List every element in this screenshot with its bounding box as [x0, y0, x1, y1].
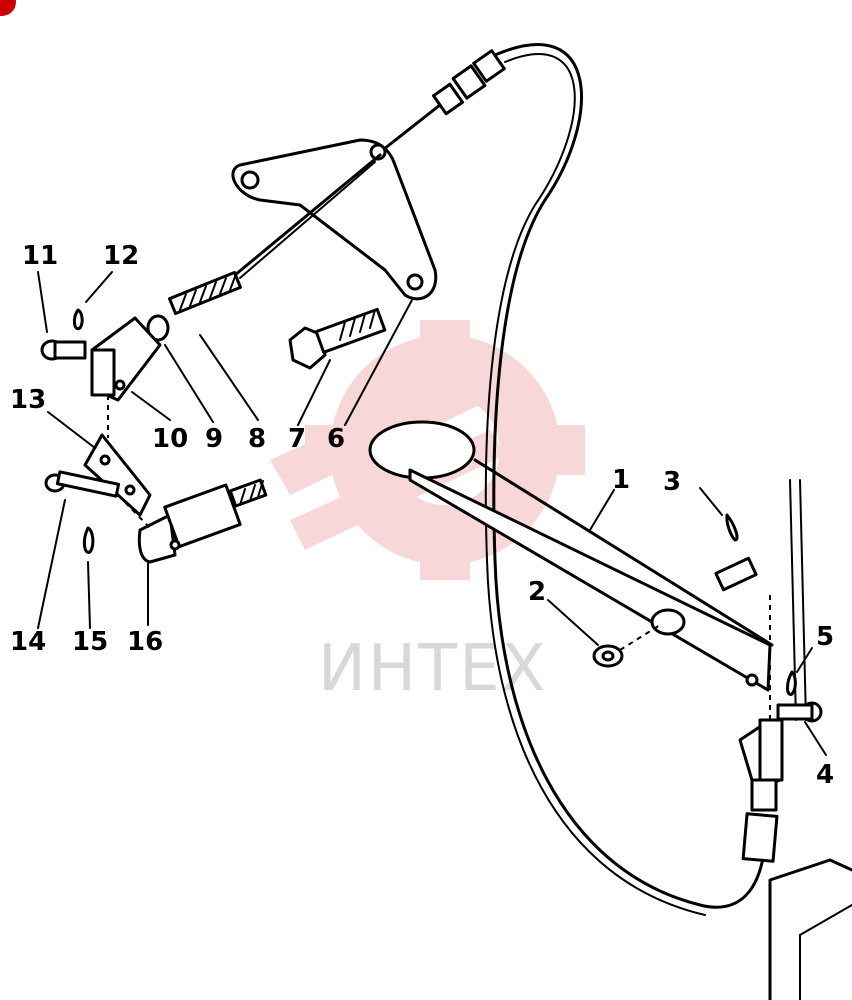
cotter-pin-clevis: [786, 670, 797, 696]
clevis-pin-upper: [40, 339, 87, 361]
callout-1: 1: [612, 465, 630, 495]
upper-clevis: [90, 316, 162, 402]
callout-4: 4: [816, 760, 834, 790]
frame-corner: [768, 858, 852, 1000]
leader-lines: [37, 271, 827, 756]
cable-rod-2: [239, 161, 376, 279]
cable-rod: [233, 153, 382, 277]
callout-10: 10: [152, 424, 188, 454]
callout-9: 9: [205, 424, 223, 454]
bracket-hole-left: [240, 170, 260, 190]
lower-clevis-assembly: [137, 478, 268, 564]
cotter-pin-lower: [82, 526, 95, 554]
cable-fitting-upper: [368, 49, 506, 162]
lock-nut: [146, 314, 170, 342]
align-dash-4: [619, 624, 661, 651]
right-clevis-pin: [776, 701, 823, 723]
bracket-hole-top: [369, 143, 387, 161]
right-rod-2: [799, 479, 807, 721]
callout-12: 12: [103, 241, 139, 271]
callout-3: 3: [663, 467, 681, 497]
callout-5: 5: [816, 622, 834, 652]
callout-7: 7: [288, 424, 306, 454]
cotter-pin-right: [725, 513, 739, 542]
callout-11: 11: [22, 241, 58, 271]
threaded-rod: [168, 270, 242, 316]
cable-loop-inner: [484, 53, 706, 916]
callout-6: 6: [327, 424, 345, 454]
align-dash-2: [117, 494, 151, 529]
pedal-arm: [368, 420, 774, 692]
callout-14: 14: [10, 627, 46, 657]
callout-16: 16: [127, 627, 163, 657]
washer-hole: [601, 650, 615, 662]
bracket-hole-right: [406, 273, 424, 291]
callout-13: 13: [10, 385, 46, 415]
cotter-pin-upper: [72, 308, 84, 331]
callout-15: 15: [72, 627, 108, 657]
bracket-plate: [231, 138, 438, 301]
callout-8: 8: [248, 424, 266, 454]
frame-corner-2: [799, 904, 852, 1000]
clevis-pin-lower: [44, 470, 121, 498]
pedal-pin: [714, 556, 758, 592]
callout-2: 2: [528, 577, 546, 607]
right-clevis: [738, 718, 784, 863]
pedal-pivot-boss: [650, 608, 686, 636]
watermark-logo: [270, 320, 585, 580]
corner-badge: [0, 0, 16, 16]
bolt: [288, 307, 387, 370]
